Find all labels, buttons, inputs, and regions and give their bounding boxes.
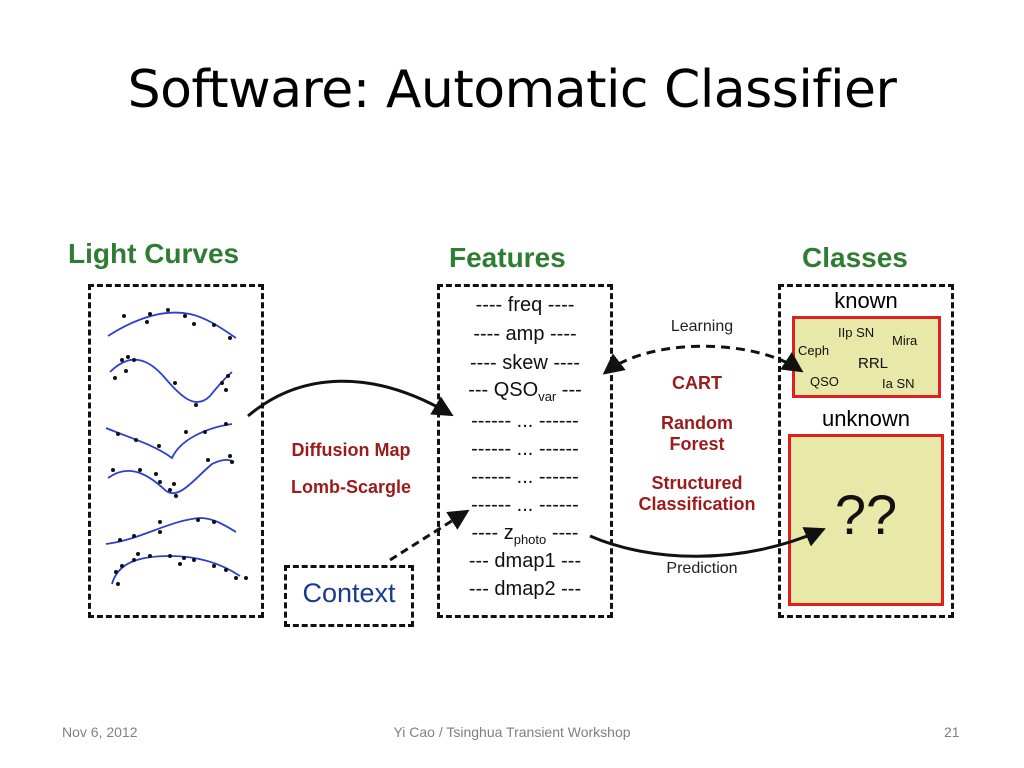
slide-title: Software: Automatic Classifier <box>127 60 897 120</box>
arrow-prediction <box>589 527 826 558</box>
features-heading: Features <box>449 242 566 273</box>
method-cart: CART <box>672 373 722 393</box>
classes-box <box>778 284 954 618</box>
light-curve-5 <box>105 517 237 545</box>
light-curve-4 <box>107 454 235 498</box>
feature-row-amp: ---- amp ---- <box>473 323 577 345</box>
known-classes-panel <box>792 316 941 398</box>
context-box <box>284 565 414 627</box>
light-curve-3 <box>105 422 233 460</box>
feature-qso-subscript: var <box>538 389 557 404</box>
feature-row-dmap1: --- dmap1 --- <box>468 550 582 572</box>
feature-row-ellipsis-4: ------ ... ------ <box>471 494 579 516</box>
feature-qso-text: --- QSO <box>468 379 539 401</box>
feature-row-qso: --- QSOvar --- <box>437 379 613 404</box>
light-curves-heading: Light Curves <box>68 238 240 269</box>
footer-date: Nov 6, 2012 <box>62 724 138 740</box>
method-diffusion-map: Diffusion Map <box>291 440 411 460</box>
feature-z-suffix: ---- <box>546 522 579 544</box>
class-qso: QSO <box>810 374 839 389</box>
class-mira: Mira <box>892 333 918 348</box>
feature-qso-suffix: --- <box>556 379 582 401</box>
class-ceph: Ceph <box>798 343 830 358</box>
unknown-mark: ?? <box>834 483 898 546</box>
light-curve-1 <box>107 308 237 340</box>
light-curves-box <box>88 284 264 618</box>
unknown-classes-panel <box>788 434 944 606</box>
feature-row-skew: ---- skew ---- <box>470 352 580 374</box>
feature-row-dmap2: --- dmap2 --- <box>468 578 582 600</box>
context-label: Context <box>302 578 396 608</box>
footer-center: Yi Cao / Tsinghua Transient Workshop <box>393 724 631 740</box>
learning-label: Learning <box>670 318 734 335</box>
arrow-to-features <box>247 379 454 418</box>
feature-row-ellipsis-3: ------ ... ------ <box>471 466 579 488</box>
class-rrl: RRL <box>858 355 889 372</box>
classes-heading: Classes <box>802 242 908 273</box>
method-structured-classification: Structured Classification <box>638 473 756 514</box>
known-label: known <box>834 288 898 313</box>
class-iip-sn: IIp SN <box>838 325 875 340</box>
arrow-learning <box>602 344 804 375</box>
prediction-label: Prediction <box>666 560 738 577</box>
unknown-label: unknown <box>821 406 911 431</box>
light-curve-6 <box>111 552 248 586</box>
method-lomb-scargle: Lomb-Scargle <box>290 477 412 497</box>
feature-row-freq: ---- freq ---- <box>475 294 575 316</box>
method-random-forest: Random Forest <box>661 413 733 454</box>
feature-row-z: ---- zphoto ---- <box>437 522 613 547</box>
light-curve-2 <box>109 355 233 407</box>
feature-z-subscript: photo <box>513 532 547 547</box>
feature-z-text: ---- z <box>471 522 514 544</box>
feature-row-ellipsis-1: ------ ... ------ <box>471 410 579 432</box>
feature-row-ellipsis-2: ------ ... ------ <box>471 438 579 460</box>
class-ia-sn: Ia SN <box>882 376 915 391</box>
arrow-context-to-features <box>389 509 470 562</box>
footer-page-number: 21 <box>944 724 960 740</box>
features-box <box>437 284 613 618</box>
